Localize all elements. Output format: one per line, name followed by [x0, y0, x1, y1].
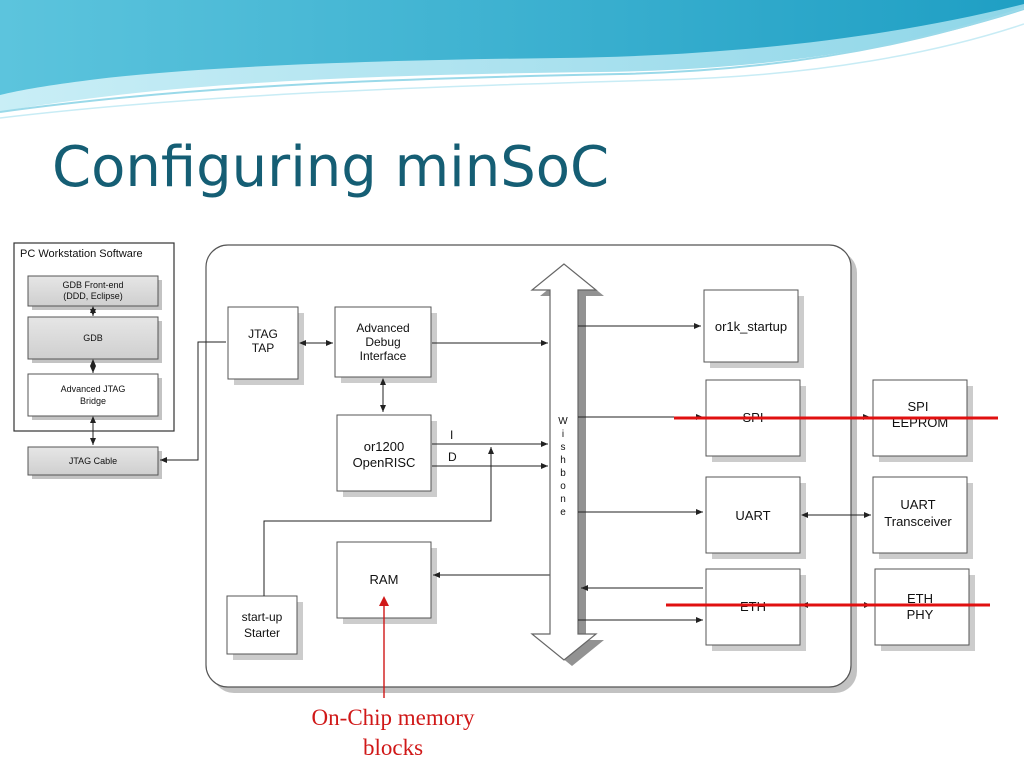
annotation-line-2: blocks — [363, 735, 423, 760]
pc-group-label: PC Workstation Software — [20, 248, 143, 260]
uart-transceiver-label: UART — [900, 497, 935, 512]
gdb-frontend-box — [27, 275, 159, 307]
eth-phy-label: ETH — [907, 591, 933, 606]
wishbone-letter-4: h — [560, 455, 566, 466]
spi-eeprom-label: SPI — [908, 399, 929, 414]
or1k-startup-block: or1k_startup — [703, 289, 804, 368]
uart-block: UART — [705, 476, 806, 559]
gdb-frontend-sublabel: (DDD, Eclipse) — [63, 291, 123, 301]
uart-transceiver-block: UART Transceiver — [872, 476, 973, 559]
jtag-tap-block: JTAG TAP — [227, 306, 304, 385]
eth-phy-block: ETH PHY — [874, 568, 975, 651]
or1200-block: or1200 OpenRISC — [336, 414, 437, 497]
pc-workstation-group: PC Workstation Software GDB Front-end (D… — [13, 242, 175, 479]
bus-i-label: I — [450, 428, 453, 442]
spi-eeprom-block: SPI EEPROM — [872, 379, 973, 462]
ram-label: RAM — [370, 572, 399, 587]
gdb-frontend-label: GDB Front-end — [62, 280, 123, 290]
startup-starter-block: start-up Starter — [226, 595, 303, 660]
starter-to-cpu-line — [263, 447, 494, 596]
wishbone-letter-8: e — [560, 507, 566, 518]
uart-transceiver-sublabel: Transceiver — [884, 514, 952, 529]
wishbone-letter-2: i — [562, 429, 564, 440]
header-wave-decoration — [0, 0, 1024, 119]
ram-block: RAM — [336, 541, 437, 624]
adv-debug-label-1: Advanced — [356, 321, 409, 335]
startup-starter-sublabel: Starter — [244, 626, 280, 640]
adv-jtag-bridge-box — [27, 373, 159, 417]
adv-jtag-bridge-label: Advanced JTAG — [61, 384, 126, 394]
eth-phy-sublabel: PHY — [907, 607, 934, 622]
adv-debug-label-2: Debug — [365, 335, 400, 349]
jtag-cable-box — [27, 446, 159, 476]
annotation-line-1: On-Chip memory — [312, 705, 475, 730]
jtag-cable-label: JTAG Cable — [69, 456, 117, 466]
gdb-label: GDB — [83, 333, 103, 343]
wishbone-letter-3: s — [561, 442, 566, 453]
uart-label: UART — [735, 508, 770, 523]
wishbone-letter-6: o — [560, 481, 566, 492]
adv-jtag-bridge-sublabel: Bridge — [80, 396, 106, 406]
eth-block: ETH — [705, 568, 806, 651]
or1200-sublabel: OpenRISC — [353, 455, 416, 470]
cable-to-tap-line — [160, 341, 226, 463]
wishbone-bus: W i s h b o n e — [530, 263, 604, 666]
startup-starter-label: start-up — [242, 610, 283, 624]
gdb-box — [27, 316, 159, 360]
spi-block: SPI — [705, 379, 806, 462]
adv-debug-label-3: Interface — [360, 349, 407, 363]
jtag-tap-sublabel: TAP — [252, 341, 274, 355]
jtag-tap-label: JTAG — [248, 327, 278, 341]
annotation-arrowhead — [379, 596, 389, 606]
wishbone-letter-5: b — [560, 468, 566, 479]
or1k-startup-label: or1k_startup — [715, 319, 787, 334]
wishbone-letter-1: W — [558, 416, 568, 427]
wishbone-letter-7: n — [560, 494, 566, 505]
adv-debug-block: Advanced Debug Interface — [334, 306, 437, 383]
or1200-label: or1200 — [364, 439, 404, 454]
bus-d-label: D — [448, 450, 457, 464]
slide-title: Configuring minSoC — [52, 135, 609, 200]
